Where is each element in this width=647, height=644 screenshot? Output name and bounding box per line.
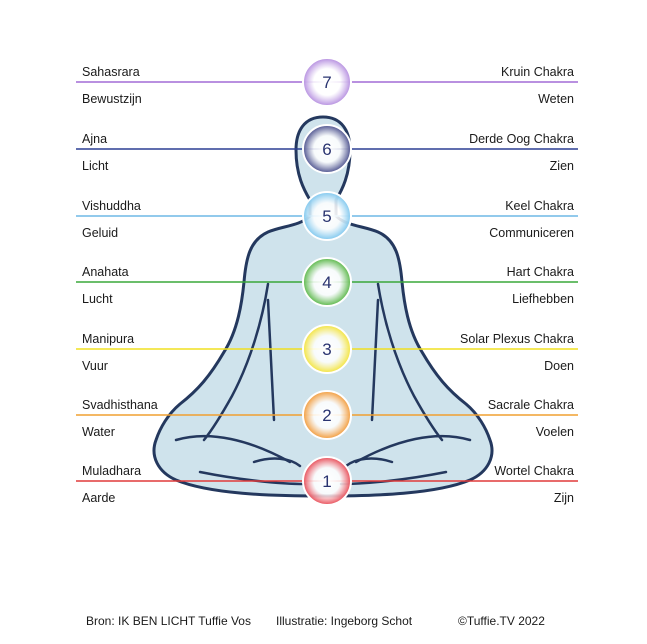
- chakra-number-1: 1: [322, 472, 331, 491]
- footer-copyright: ©Tuffie.TV 2022: [458, 614, 545, 628]
- chakra-verb-label: Zien: [549, 159, 574, 173]
- chakra-name-label: Keel Chakra: [505, 199, 574, 213]
- chakra-orb-1: [302, 456, 352, 506]
- chakra-name-label: Derde Oog Chakra: [469, 132, 574, 146]
- footer-source: Bron: IK BEN LICHT Tuffie Vos: [86, 614, 251, 628]
- chakra-element-label: Geluid: [82, 226, 119, 240]
- chakra-element-label: Bewustzijn: [82, 92, 142, 106]
- chakra-orb-4: [302, 257, 352, 307]
- chakra-orb-2: [302, 390, 352, 440]
- chakra-element-label: Aarde: [82, 491, 116, 505]
- figure-detail-lines: [174, 282, 472, 486]
- chakra-verb-label: Liefhebben: [512, 292, 574, 306]
- chakra-sanskrit-label: Vishuddha: [82, 199, 141, 213]
- chakra-orb-5: [302, 191, 352, 241]
- chakra-orb-7: [302, 57, 352, 107]
- chakra-element-label: Water: [82, 425, 115, 439]
- chakra-sanskrit-label: Manipura: [82, 332, 135, 346]
- footer-illustration: Illustratie: Ingeborg Schot: [276, 614, 413, 628]
- chakra-name-label: Sacrale Chakra: [487, 398, 574, 412]
- chakra-verb-label: Weten: [538, 92, 574, 106]
- chakra-number-5: 5: [322, 207, 331, 226]
- chakra-element-label: Lucht: [82, 292, 113, 306]
- chakra-verb-label: Doen: [544, 359, 574, 373]
- chakra-verb-label: Voelen: [535, 425, 574, 439]
- chakra-element-label: Licht: [82, 159, 109, 173]
- chakra-sanskrit-label: Anahata: [82, 265, 129, 279]
- chakra-sanskrit-label: Sahasrara: [82, 65, 140, 79]
- chakra-sanskrit-label: Svadhisthana: [82, 398, 158, 412]
- chakra-number-3: 3: [322, 340, 331, 359]
- chakra-number-7: 7: [322, 73, 331, 92]
- chakra-number-4: 4: [322, 273, 331, 292]
- chakra-number-6: 6: [322, 140, 331, 159]
- chakra-verb-label: Communiceren: [489, 226, 574, 240]
- chakra-orb-6: [302, 124, 352, 174]
- chakra-name-label: Kruin Chakra: [501, 65, 574, 79]
- chakra-sanskrit-label: Ajna: [82, 132, 108, 146]
- chakra-name-label: Solar Plexus Chakra: [460, 332, 574, 346]
- chakra-name-label: Wortel Chakra: [494, 464, 574, 478]
- chakra-name-label: Hart Chakra: [506, 265, 574, 279]
- chakra-element-label: Vuur: [82, 359, 108, 373]
- chakra-orb-3: [302, 324, 352, 374]
- chakra-sanskrit-label: Muladhara: [82, 464, 142, 478]
- chakra-number-2: 2: [322, 406, 331, 425]
- chakra-verb-label: Zijn: [553, 491, 574, 505]
